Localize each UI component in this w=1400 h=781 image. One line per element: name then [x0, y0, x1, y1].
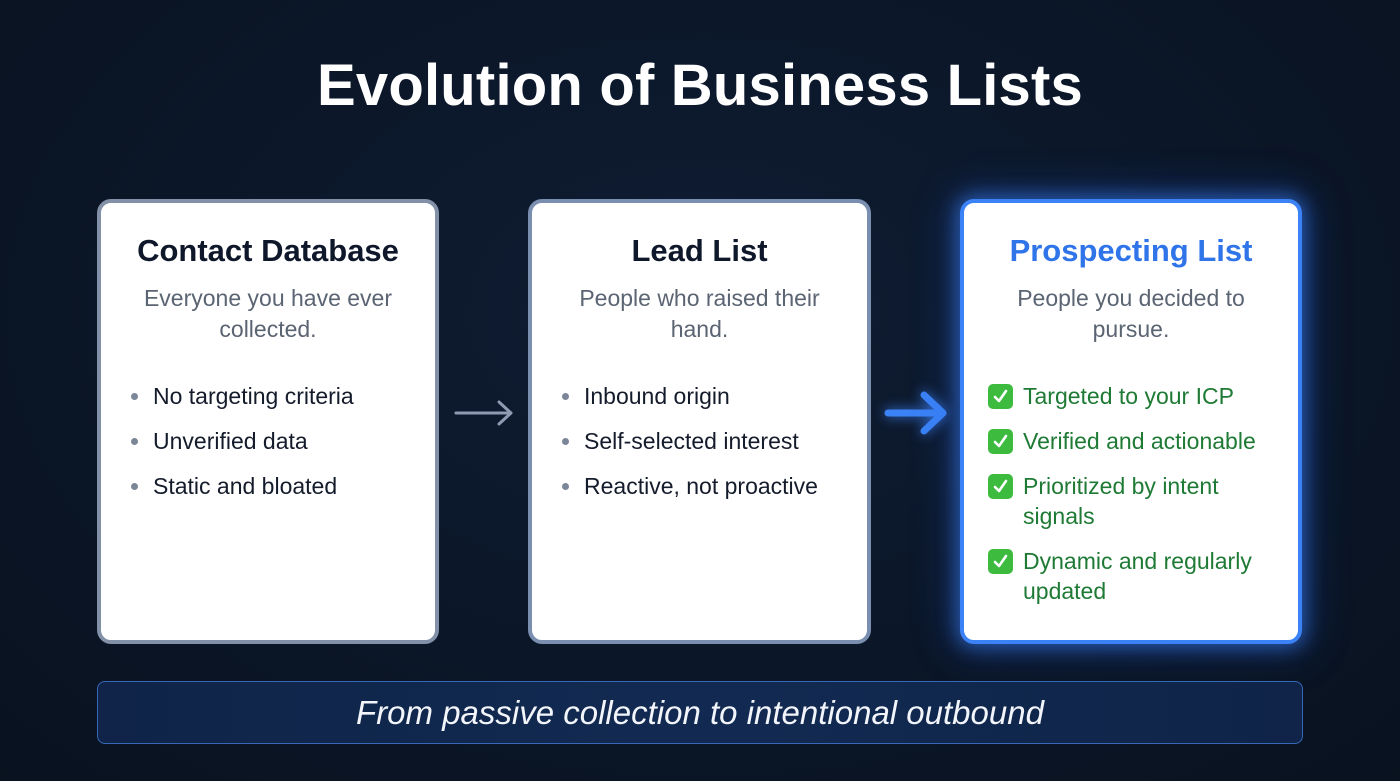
check-icon	[988, 549, 1013, 574]
card-subtitle: People who raised their hand.	[579, 285, 820, 342]
list-item: Verified and actionable	[986, 426, 1276, 456]
card-list: No targeting criteria Unverified data St…	[123, 381, 413, 501]
list-item: Self-selected interest	[554, 426, 845, 456]
bullet-icon	[131, 483, 138, 490]
bullet-icon	[131, 393, 138, 400]
card-contact-database: Contact Database Everyone you have ever …	[97, 199, 439, 644]
card-subtitle: Everyone you have ever collected.	[143, 285, 393, 342]
list-item: Inbound origin	[554, 381, 845, 411]
bullet-icon	[562, 438, 569, 445]
bullet-icon	[562, 393, 569, 400]
list-item: Reactive, not proactive	[554, 471, 845, 501]
card-title: Prospecting List	[1009, 233, 1253, 268]
list-item: Dynamic and regularly updated	[986, 546, 1276, 606]
check-icon	[988, 384, 1013, 409]
summary-banner: From passive collection to intentional o…	[97, 681, 1303, 744]
card-title: Lead List	[631, 233, 768, 268]
card-prospecting-list: Prospecting List People you decided to p…	[960, 199, 1302, 644]
card-list: Inbound origin Self-selected interest Re…	[554, 381, 845, 501]
banner-text: From passive collection to intentional o…	[356, 693, 1044, 731]
card-checklist: Targeted to your ICP Verified and action…	[986, 381, 1276, 606]
arrow-right-icon	[454, 398, 514, 433]
list-item: Unverified data	[123, 426, 413, 456]
bullet-icon	[562, 483, 569, 490]
check-icon	[988, 429, 1013, 454]
bullet-icon	[131, 438, 138, 445]
arrow-right-icon	[884, 390, 948, 441]
card-title: Contact Database	[137, 233, 399, 268]
list-item: Targeted to your ICP	[986, 381, 1276, 411]
list-item: No targeting criteria	[123, 381, 413, 411]
list-item: Prioritized by intent signals	[986, 471, 1276, 531]
list-item: Static and bloated	[123, 471, 413, 501]
card-lead-list: Lead List People who raised their hand. …	[528, 199, 871, 644]
page-title: Evolution of Business Lists	[317, 53, 1083, 118]
card-subtitle: People you decided to pursue.	[1017, 285, 1245, 342]
check-icon	[988, 474, 1013, 499]
